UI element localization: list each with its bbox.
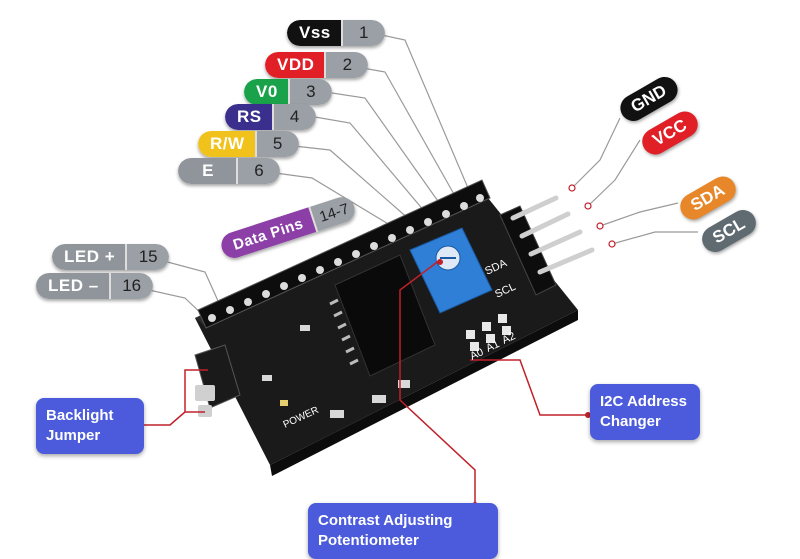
pin-name: VDD [265,52,325,78]
pin-label-led-plus: LED + 15 [52,244,170,270]
pin-number: 4 [271,104,316,130]
callout-i2c-address-changer: I2C Address Changer [590,384,700,440]
pin-number: 5 [254,131,299,157]
pin-label-v0: V0 3 [244,79,332,105]
address-pads [466,314,511,351]
pin-number: 16 [108,273,153,299]
pin-name: RS [225,104,272,130]
callout-backlight-jumper: Backlight Jumper [36,398,144,454]
pin-number: 1 [340,20,385,46]
pin-label-rs: RS 4 [225,104,316,130]
pin-number: 15 [125,244,170,270]
pin-number: 2 [324,52,369,78]
pin-number: 3 [287,79,332,105]
pin-label-vss: Vss 1 [287,20,385,46]
callout-contrast-potentiometer: Contrast Adjusting Potentiometer [308,503,498,559]
pin-number: 6 [236,158,280,184]
board-a2-label: A2 [500,330,517,347]
pin-label-vdd: VDD 2 [265,52,369,78]
pin-name: V0 [244,79,288,105]
pin-name: LED – [36,273,109,299]
callout-lines [135,259,588,505]
pin-label-e: E 6 [178,158,280,184]
pin-name: R/W [198,131,255,157]
pin-name: E [178,158,236,184]
pin-label-rw: R/W 5 [198,131,299,157]
pin-name: LED + [52,244,126,270]
potentiometer [409,227,493,314]
header-pins [208,194,484,322]
ic-chip [334,254,436,377]
board-a1-label: A1 [484,338,501,355]
board-a0-label: A0 [468,346,485,363]
pin-name: Vss [287,20,341,46]
pcb-board [194,179,595,476]
pin-label-led-minus: LED – 16 [36,273,153,299]
